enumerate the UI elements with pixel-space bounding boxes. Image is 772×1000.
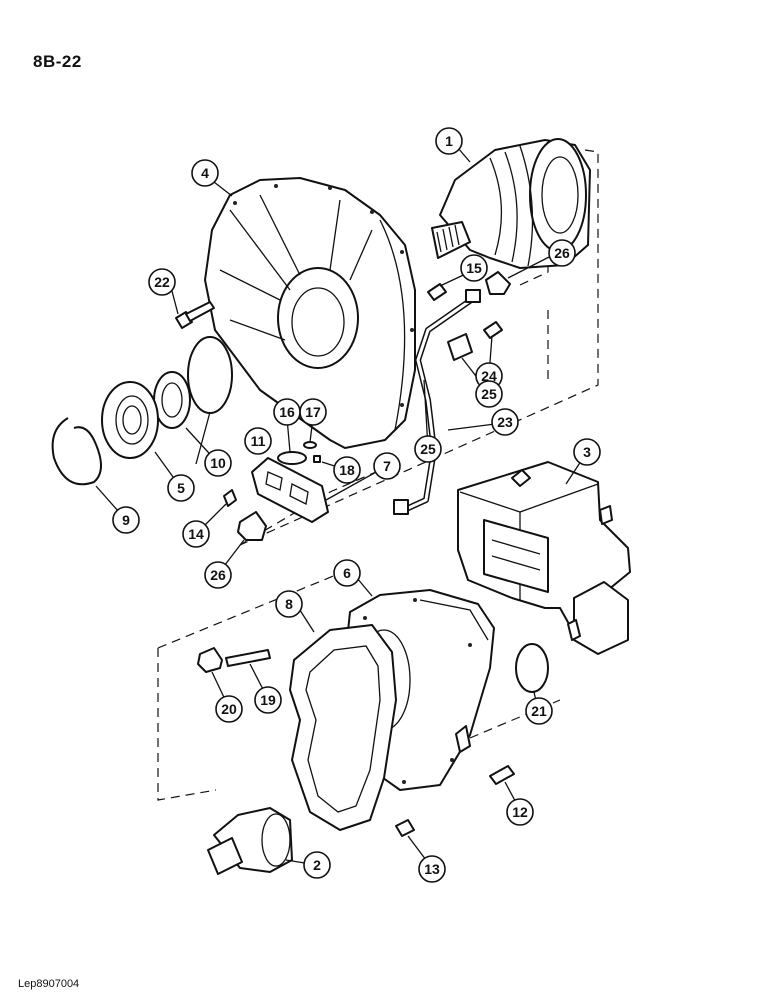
svg-text:18: 18 (339, 462, 355, 478)
plug-15 (427, 283, 447, 301)
callout-17: 17 (299, 398, 327, 426)
svg-text:16: 16 (279, 404, 295, 420)
svg-text:26: 26 (210, 567, 226, 583)
callout-25-lower: 25 (414, 435, 442, 463)
nut-20 (197, 647, 223, 673)
seal-10 (153, 371, 191, 429)
svg-text:25: 25 (481, 386, 497, 402)
hydraulic-tube-23 (393, 289, 481, 515)
svg-text:1: 1 (445, 133, 453, 149)
callout-8: 8 (275, 590, 303, 618)
bearing-5 (101, 381, 159, 459)
pump-valve-assembly (457, 461, 631, 655)
fitting-26-upper (485, 271, 511, 295)
alignment-lines (157, 149, 599, 801)
callout-9: 9 (112, 506, 140, 534)
svg-text:10: 10 (210, 455, 226, 471)
svg-text:17: 17 (305, 404, 321, 420)
callout-25-upper: 25 (475, 380, 503, 408)
page-reference: 8B-22 (33, 52, 82, 71)
svg-text:2: 2 (313, 857, 321, 873)
o-ring-11 (187, 336, 233, 414)
svg-text:25: 25 (420, 441, 436, 457)
o-ring-16 (277, 451, 307, 465)
bolt-24 (483, 321, 503, 339)
stud-19 (225, 649, 271, 667)
svg-text:6: 6 (343, 565, 351, 581)
fitting-26-lower (237, 511, 267, 541)
svg-text:24: 24 (481, 368, 497, 384)
callout-18: 18 (333, 456, 361, 484)
callout-14: 14 (182, 520, 210, 548)
o-ring-21 (515, 643, 549, 693)
callout-15: 15 (460, 254, 488, 282)
callout-13: 13 (418, 855, 446, 883)
svg-text:23: 23 (497, 414, 513, 430)
snap-ring-9 (51, 417, 102, 486)
o-ring-17 (303, 441, 317, 449)
svg-text:7: 7 (383, 458, 391, 474)
callout-6: 6 (333, 559, 361, 587)
hydraulic-motor (431, 138, 591, 269)
callout-3: 3 (573, 438, 601, 466)
callout-23: 23 (491, 408, 519, 436)
mounting-block-7 (251, 457, 329, 523)
svg-text:14: 14 (188, 526, 204, 542)
bell-housing (204, 177, 416, 449)
svg-text:4: 4 (201, 165, 209, 181)
svg-text:22: 22 (154, 274, 170, 290)
svg-text:9: 9 (122, 512, 130, 528)
bolt-12 (489, 765, 515, 785)
plug-18 (313, 455, 321, 463)
svg-text:8: 8 (285, 596, 293, 612)
callout-26-lower: 26 (204, 561, 232, 589)
gasket-8 (289, 624, 397, 831)
svg-text:20: 20 (221, 701, 237, 717)
callout-4: 4 (191, 159, 219, 187)
callout-2: 2 (303, 851, 331, 879)
callout-12: 12 (506, 798, 534, 826)
callout-20: 20 (215, 695, 243, 723)
callout-1: 1 (435, 127, 463, 155)
callout-7: 7 (373, 452, 401, 480)
callout-21: 21 (525, 697, 553, 725)
callout-5: 5 (167, 474, 195, 502)
svg-text:19: 19 (260, 692, 276, 708)
bolt-22 (175, 301, 215, 329)
callout-22: 22 (148, 268, 176, 296)
callout-11: 11 (244, 427, 272, 455)
svg-text:11: 11 (251, 433, 266, 449)
svg-text:13: 13 (424, 861, 440, 877)
svg-text:12: 12 (512, 804, 528, 820)
svg-text:26: 26 (554, 245, 570, 261)
callout-16: 16 (273, 398, 301, 426)
svg-text:3: 3 (583, 444, 591, 460)
svg-text:21: 21 (531, 703, 547, 719)
svg-text:5: 5 (177, 480, 185, 496)
callout-10: 10 (204, 449, 232, 477)
plug-13 (395, 819, 415, 837)
drive-gear-2 (207, 807, 293, 875)
callout-19: 19 (254, 686, 282, 714)
callout-26-upper: 26 (548, 239, 576, 267)
fitting-14 (223, 489, 237, 507)
drawing-code: Lep8907004 (18, 978, 80, 990)
svg-text:15: 15 (466, 260, 482, 276)
pad-25 (447, 333, 473, 361)
